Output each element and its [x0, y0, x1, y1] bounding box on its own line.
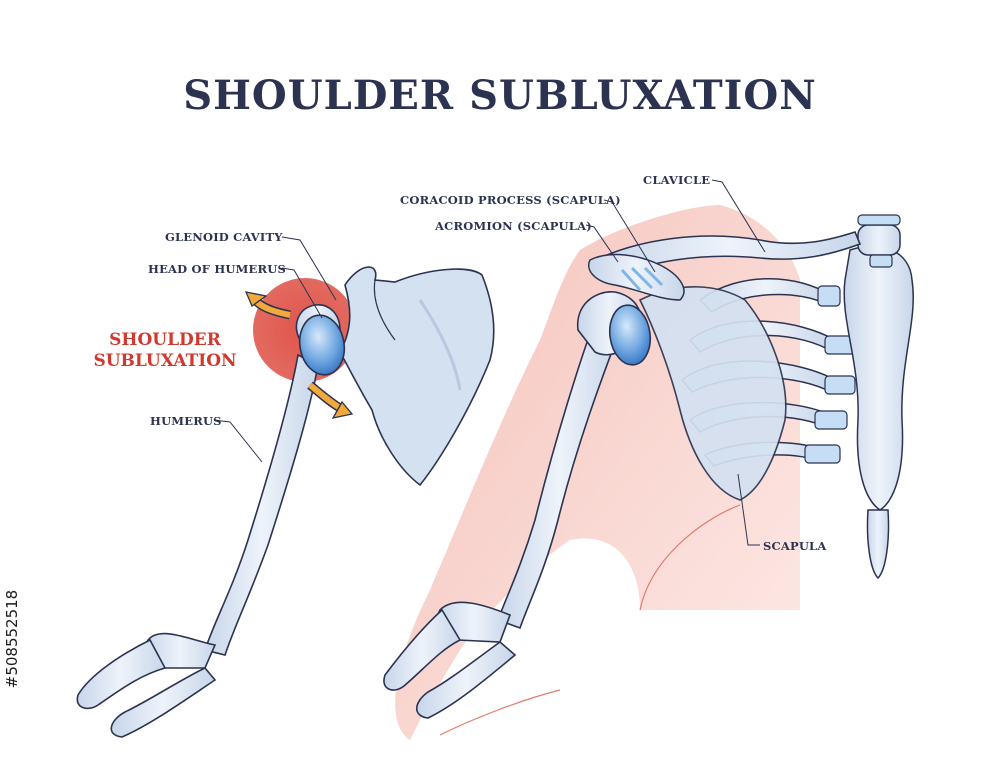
- right-humerus: [496, 318, 622, 630]
- left-scapula: [339, 266, 495, 487]
- leader-acromion: [585, 224, 619, 263]
- label-scapula: SCAPULA: [763, 539, 827, 553]
- right-diagram: [383, 179, 914, 740]
- vertebra: [857, 214, 901, 268]
- label-acromion: ACROMION (SCAPULA): [435, 219, 592, 233]
- leader-glenoid: [281, 236, 337, 301]
- subluxation-arrow-up: [244, 291, 291, 320]
- left-diagram: [76, 236, 495, 738]
- leader-coracoid: [603, 199, 656, 273]
- label-glenoid-cavity: GLENOID CAVITY: [165, 230, 283, 244]
- page-title: SHOULDER SUBLUXATION: [183, 72, 817, 119]
- leader-humerus: [213, 419, 263, 463]
- clavicle: [599, 231, 862, 280]
- label-head-of-humerus: HEAD OF HUMERUS: [148, 262, 286, 276]
- leader-head: [281, 267, 323, 319]
- subluxation-line-1: SHOULDER: [109, 330, 221, 350]
- stock-id-watermark: #508552518: [2, 540, 22, 740]
- left-humerus: [203, 353, 319, 656]
- subluxation-arrow-down: [307, 381, 354, 419]
- right-humeral-head: [608, 304, 652, 366]
- sternum: [843, 245, 914, 511]
- label-shoulder-subluxation: SHOULDER SUBLUXATION: [90, 330, 240, 372]
- right-scapula: [638, 286, 787, 501]
- leader-clavicle: [711, 179, 766, 253]
- left-humeral-head: [298, 314, 346, 376]
- stock-id: #508552518: [3, 589, 21, 689]
- label-clavicle: CLAVICLE: [643, 173, 711, 187]
- label-humerus: HUMERUS: [150, 414, 222, 428]
- leader-scapula: [737, 473, 760, 546]
- subluxation-line-2: SUBLUXATION: [93, 351, 237, 371]
- label-coracoid-process: CORACOID PROCESS (SCAPULA): [400, 193, 621, 207]
